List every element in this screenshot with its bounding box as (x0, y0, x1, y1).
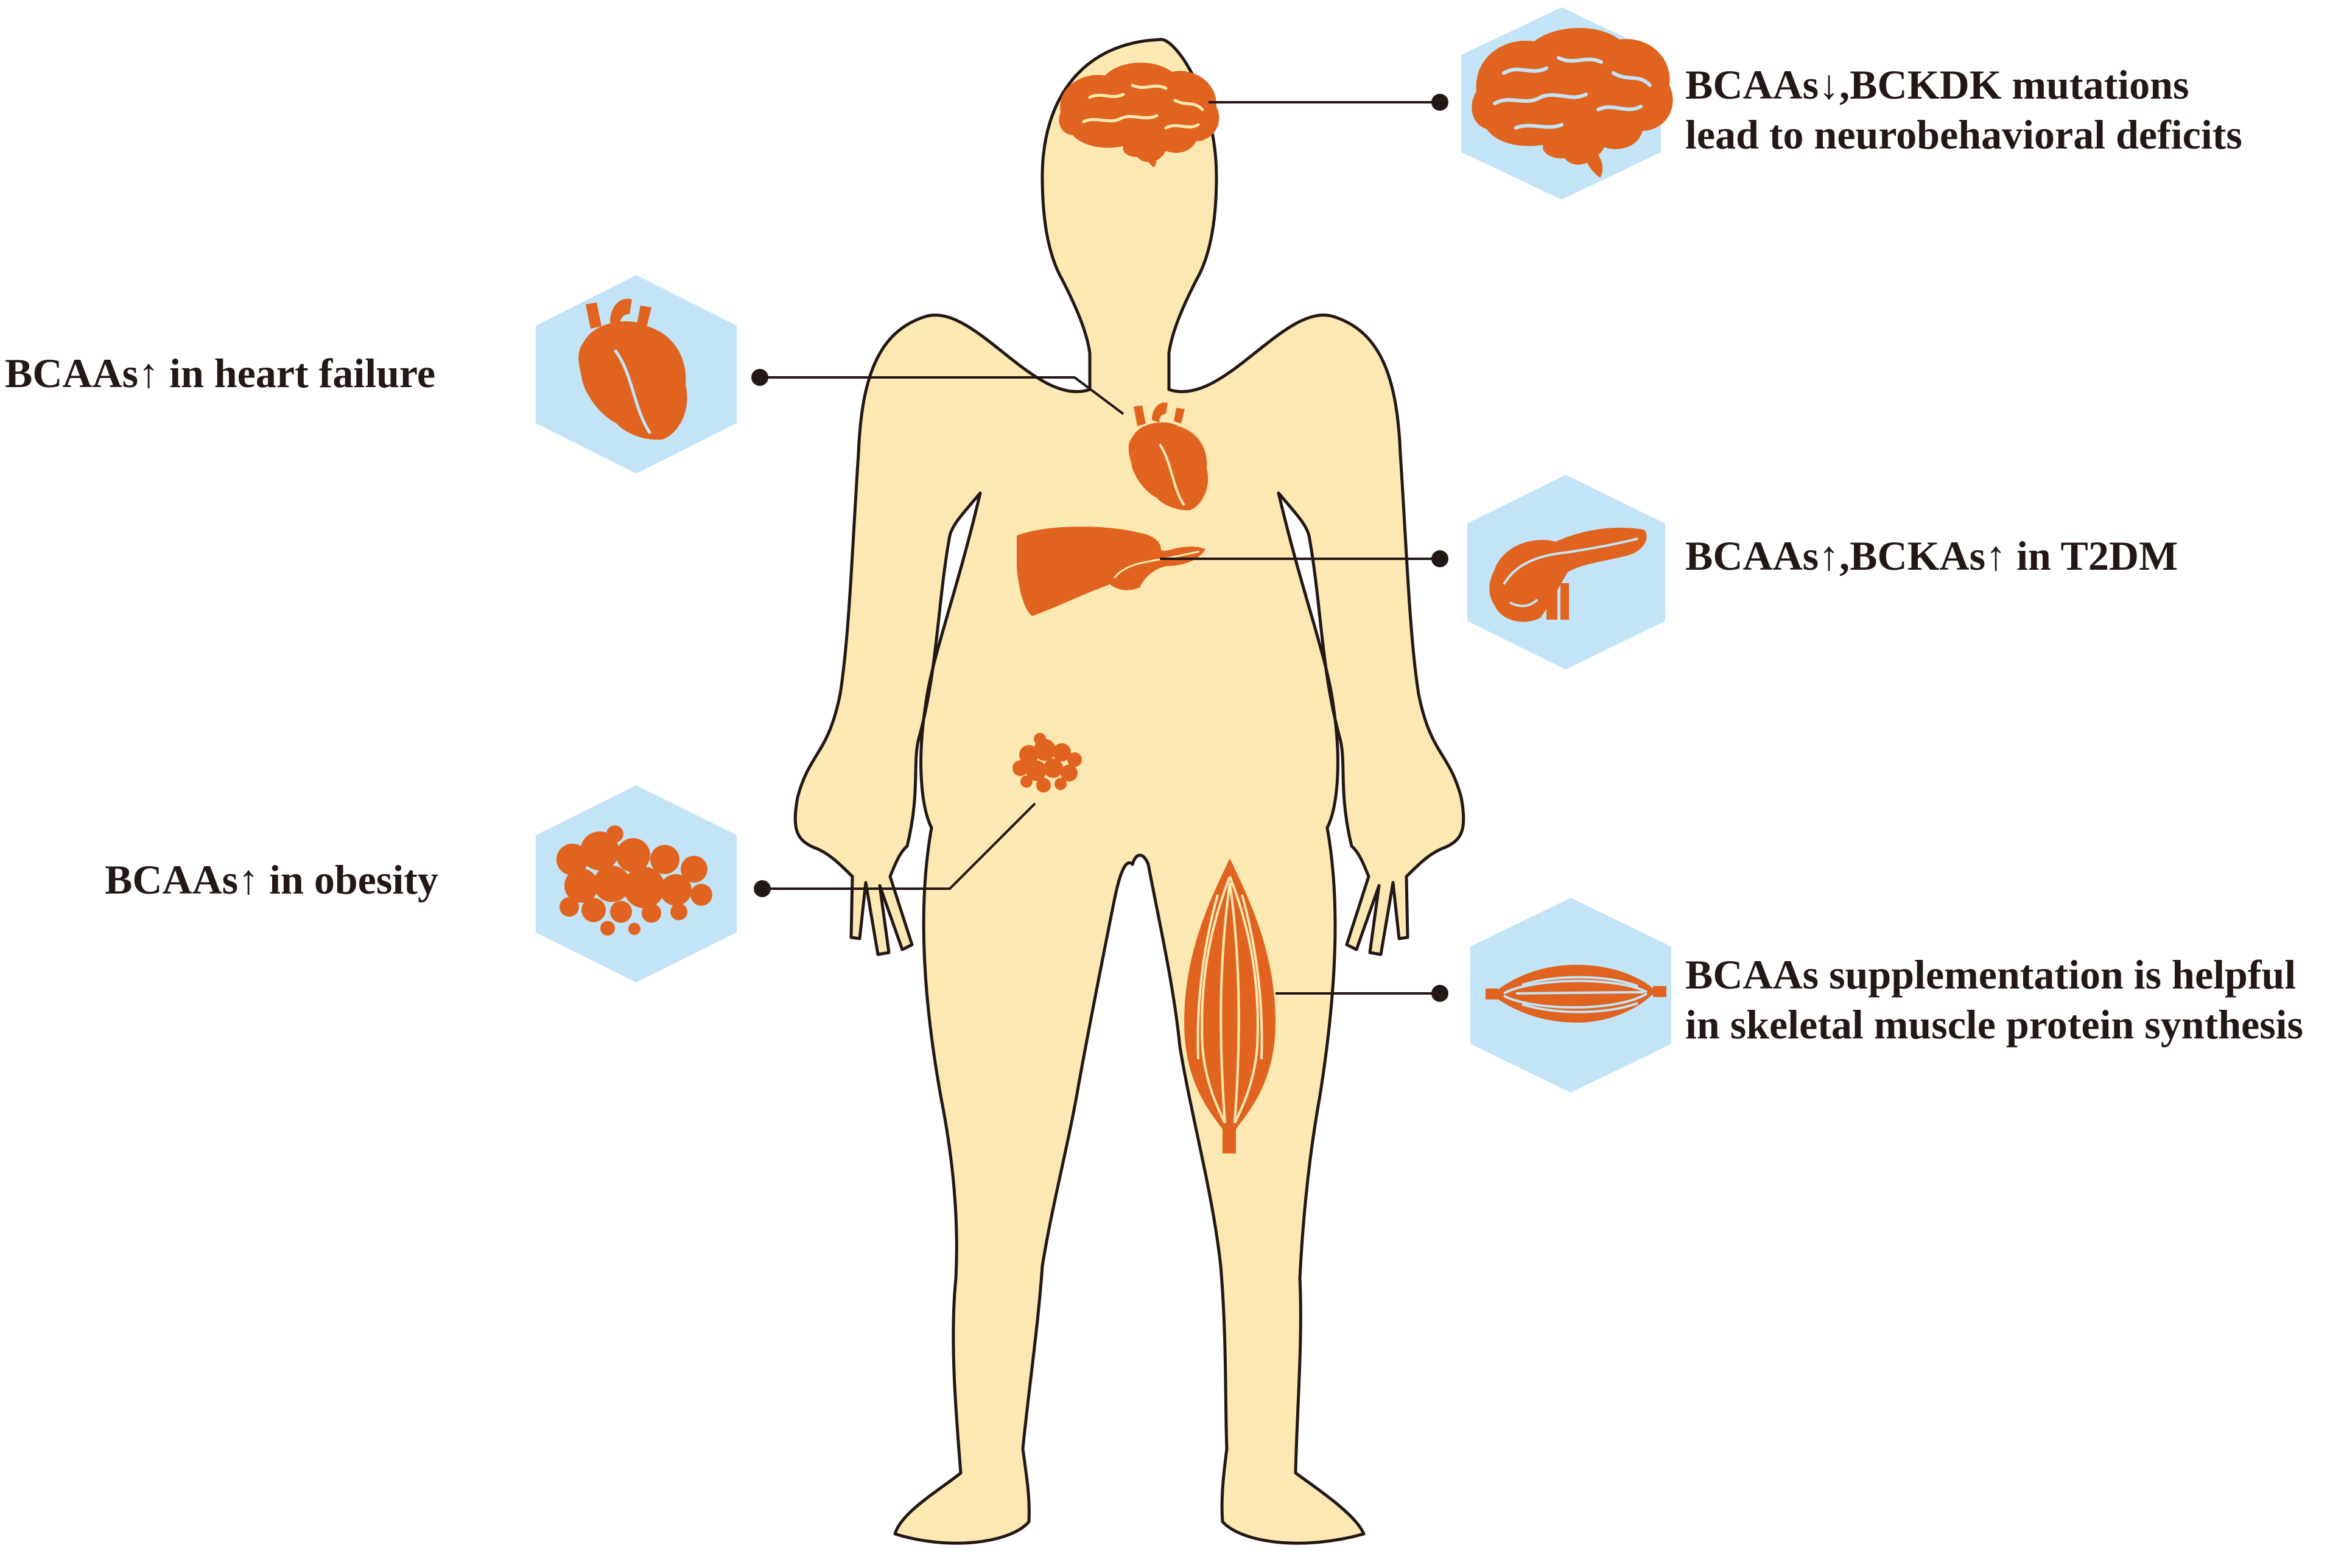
connector-lines (760, 101, 1440, 995)
adipose-annotation-text: BCAAs↑ in obesity (105, 855, 438, 905)
pancreas-connector-dot (1431, 550, 1448, 567)
thigh-muscle-organ (1184, 858, 1276, 1153)
brain-organ-folds (1082, 83, 1204, 130)
heart-badge (536, 275, 737, 474)
pancreas-organ-duct (1113, 550, 1200, 579)
connector-dots (751, 94, 1448, 1002)
pancreas-icon (1489, 527, 1647, 622)
adipose-connector-dot (754, 880, 771, 897)
brain-connector-dot (1431, 94, 1448, 111)
fat-cells-organ (1012, 733, 1082, 793)
adipose-annotation-line-1: BCAAs↑ in obesity (105, 856, 438, 903)
pancreas-annotation-text: BCAAs↑,BCKAs↑ in T2DM (1685, 531, 2178, 581)
pancreas-badge (1467, 475, 1665, 670)
brain-badge (1461, 7, 1673, 200)
fat-cells-icon (556, 825, 712, 936)
adipose-badge (536, 785, 737, 982)
pancreas-organ (1105, 547, 1205, 590)
human-body-silhouette (793, 38, 1465, 1545)
brain-organ (1059, 62, 1219, 167)
brain-icon (1472, 27, 1673, 178)
heart-annotation-text: BCAAs↑ in heart failure (5, 348, 435, 398)
heart-icon (578, 298, 687, 440)
muscle-annotation-line-1: BCAAs supplementation is helpful (1685, 951, 2297, 998)
brain-annotation-line-2: lead to neurobehavioral deficits (1685, 111, 2242, 158)
heart-organ (1128, 402, 1209, 511)
heart-connector (760, 376, 1125, 415)
heart-annotation-line-1: BCAAs↑ in heart failure (5, 350, 436, 396)
adipose-connector (762, 802, 1036, 890)
muscle-badge (1470, 898, 1671, 1093)
brain-annotation-line-1: BCAAs↓,BCKDK mutations (1685, 61, 2189, 108)
muscle-icon (1486, 965, 1666, 1023)
pancreas-annotation-line-1: BCAAs↑,BCKAs↑ in T2DM (1685, 533, 2178, 579)
muscle-annotation-line-2: in skeletal muscle protein synthesis (1685, 1001, 2304, 1048)
muscle-connector-dot (1431, 985, 1448, 1002)
heart-connector-dot (751, 369, 768, 386)
liver-organ (1017, 527, 1161, 616)
muscle-annotation-text: BCAAs supplementation is helpful in skel… (1685, 950, 2303, 1049)
brain-annotation-text: BCAAs↓,BCKDK mutations lead to neurobeha… (1685, 60, 2242, 159)
